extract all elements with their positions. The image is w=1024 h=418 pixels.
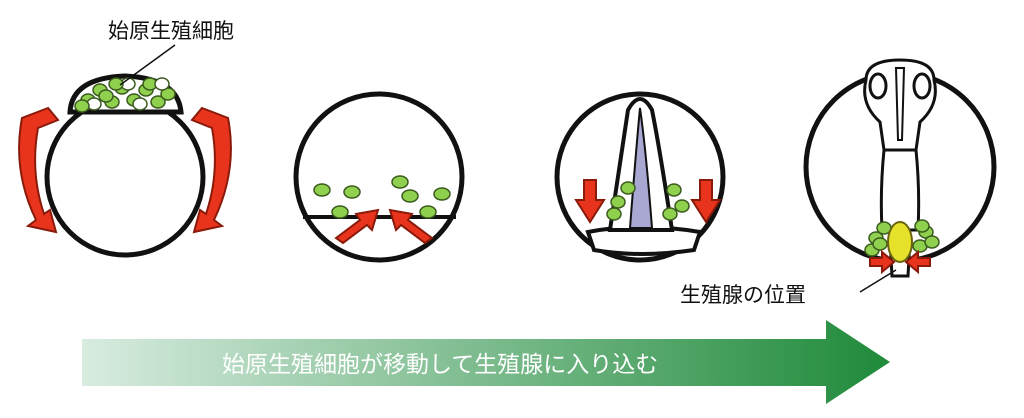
stage-4-germ-cells	[864, 219, 940, 257]
germ-cell-icon	[620, 181, 636, 195]
germ-cell-icon	[401, 189, 419, 203]
stage-1-blastula: 始原生殖細胞	[18, 19, 234, 258]
stage-4-trunk	[879, 148, 921, 232]
stage-4-right-arrow-icon	[904, 249, 931, 275]
germ-cell-icon	[872, 237, 888, 251]
germ-cell-icon	[666, 183, 682, 197]
gonad-position-label: 生殖腺の位置	[680, 283, 806, 307]
stage-2-germ-cells	[313, 175, 451, 219]
gonad-leader-line	[859, 269, 897, 293]
germ-cell-icon	[419, 205, 437, 219]
label-leader-line	[119, 44, 176, 86]
stage-4-larva: 生殖腺の位置	[680, 58, 997, 307]
germ-cell-icon	[606, 207, 622, 221]
right-eye	[912, 72, 932, 100]
caption-arrow-shape	[82, 320, 890, 404]
stage-3-germ-cells	[606, 181, 690, 221]
germ-cell-icon	[331, 205, 349, 219]
stage-3-right-arrow-icon	[690, 179, 722, 224]
germ-cell-icon	[98, 89, 114, 103]
germ-cell-icon	[154, 77, 170, 91]
stage-2-gastrula	[293, 91, 465, 263]
left-curved-arrow-icon	[18, 106, 60, 234]
germ-cell-icon	[433, 187, 451, 201]
germ-cell-icon	[132, 97, 148, 111]
stage-2-left-arrow-icon	[334, 208, 380, 245]
stage-3-neurula	[554, 91, 726, 263]
germ-cell-icon	[674, 199, 690, 213]
stage-1-embryo	[44, 96, 206, 258]
caption-text: 始原生殖細胞が移動して生殖腺に入り込む	[222, 352, 658, 378]
germ-cell-icon	[391, 175, 409, 189]
stage-3-notochord	[628, 107, 654, 229]
germ-cell-icon	[74, 99, 90, 113]
germ-cell-icon	[343, 185, 361, 199]
stage-4-brain	[894, 67, 906, 141]
left-eye	[868, 72, 888, 100]
right-curved-arrow-icon	[190, 106, 232, 234]
germ-cell-icon	[924, 235, 940, 249]
stage-1-germ-cells	[74, 77, 176, 113]
stage-4-left-arrow-icon	[869, 249, 896, 275]
stage-2-right-arrow-icon	[388, 208, 434, 245]
stage-2-embryo	[293, 91, 465, 263]
primordial-germ-cells-label: 始原生殖細胞	[108, 19, 234, 43]
gonad	[887, 221, 913, 263]
germ-cell-icon	[150, 95, 166, 109]
germ-cell-icon	[610, 195, 626, 209]
germ-cell-icon	[108, 77, 124, 91]
germ-cell-icon	[914, 219, 930, 233]
stage-3-left-arrow-icon	[574, 179, 606, 224]
caption-arrow: 始原生殖細胞が移動して生殖腺に入り込む	[82, 320, 890, 404]
germ-cell-icon	[662, 207, 678, 221]
germ-cell-icon	[313, 183, 331, 197]
